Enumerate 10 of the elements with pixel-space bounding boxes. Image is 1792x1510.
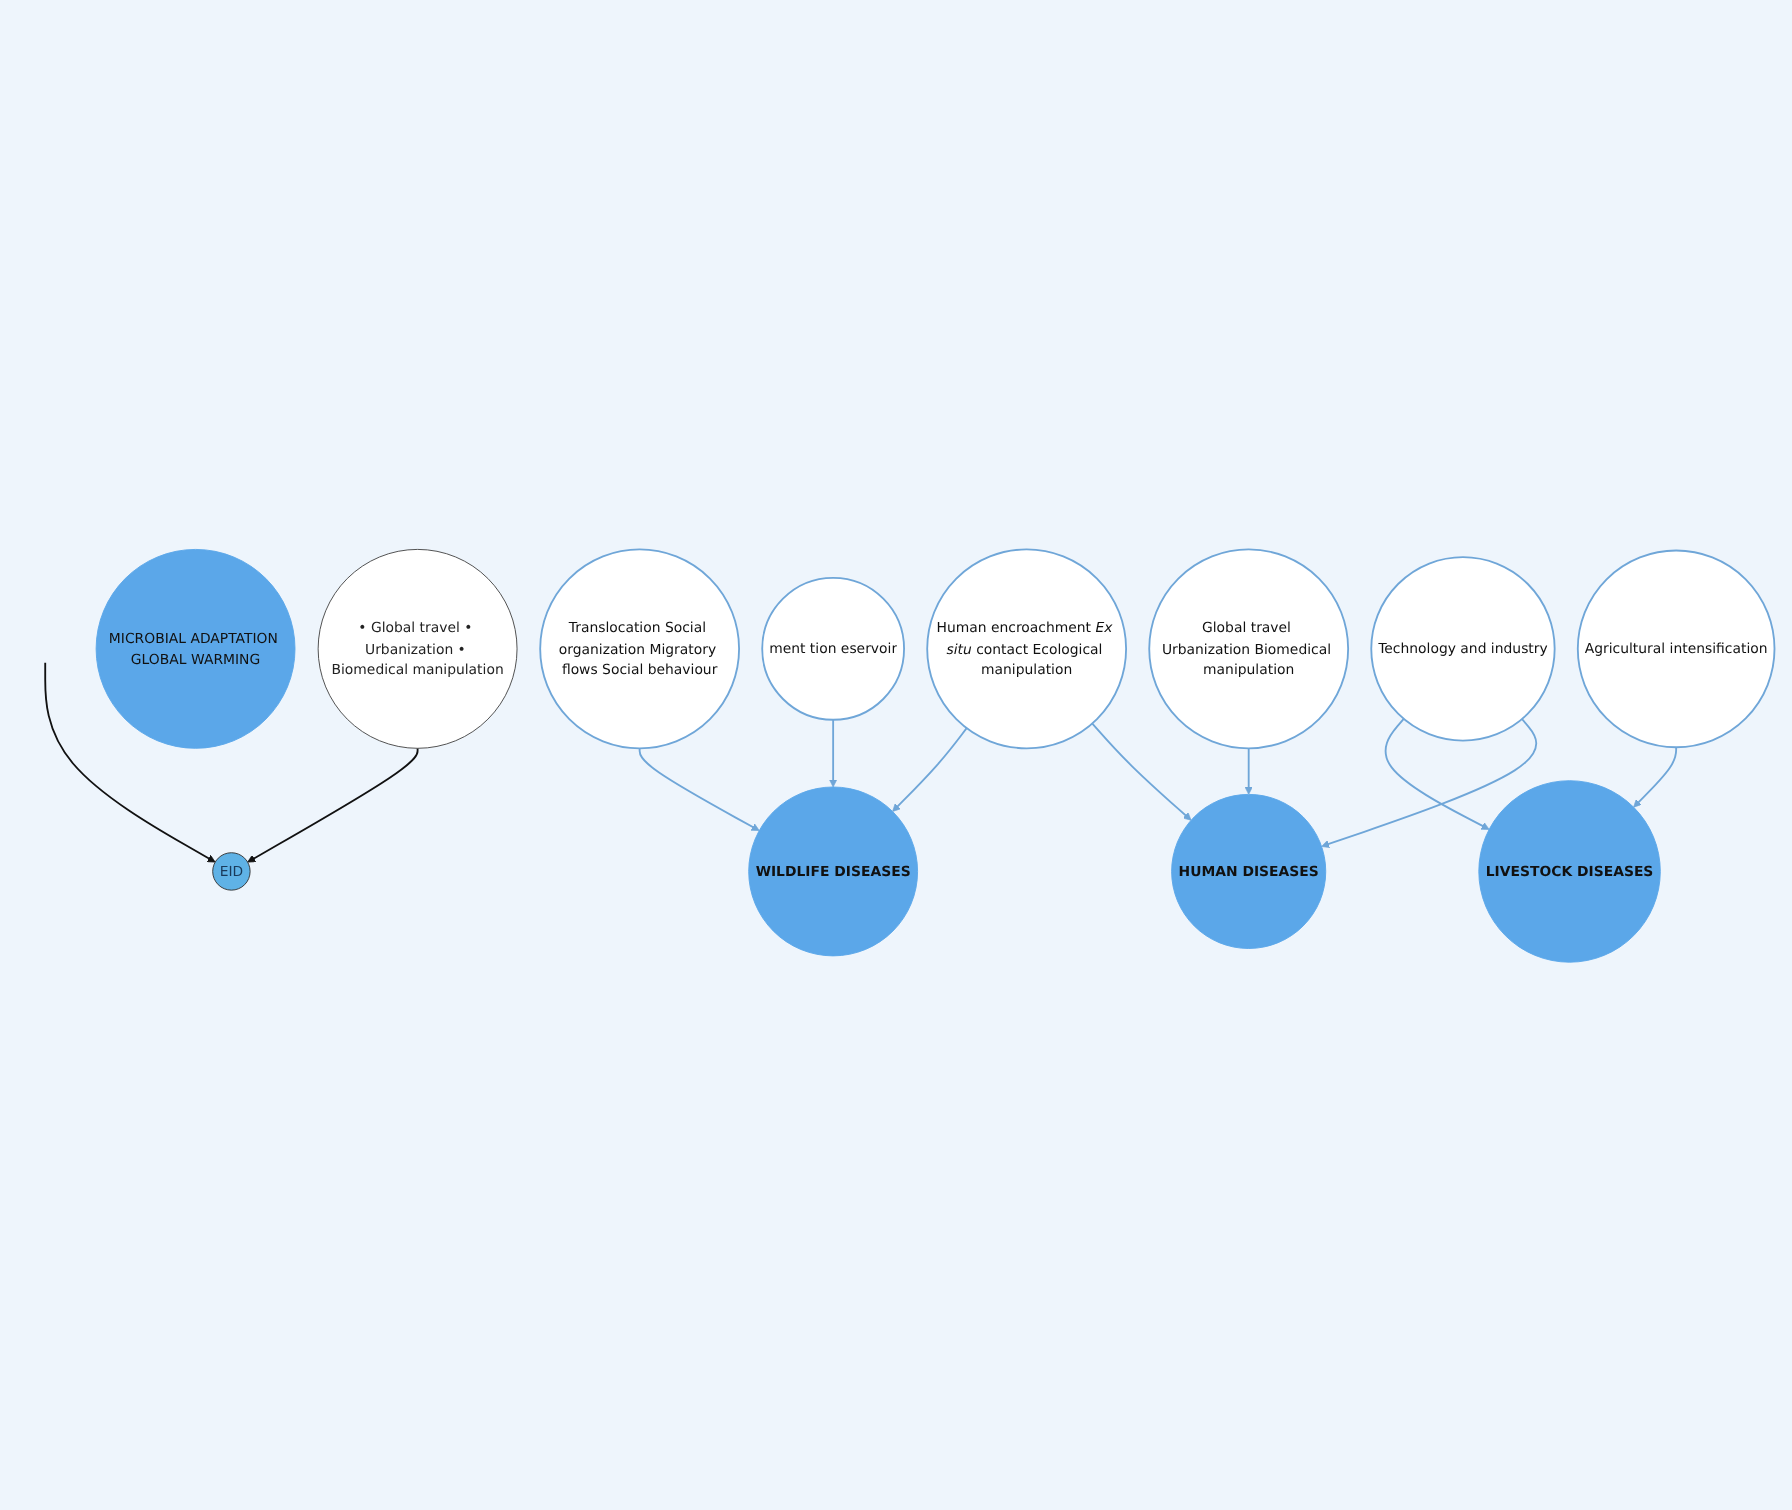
arrow [1321, 717, 1538, 848]
arrow [1244, 746, 1253, 794]
arrow [1091, 721, 1192, 820]
arrow [44, 661, 216, 862]
arrow [247, 746, 419, 862]
arrow [1633, 745, 1678, 807]
arrow [829, 718, 838, 787]
arrow [892, 726, 968, 812]
arrow [1384, 717, 1490, 829]
arrow [638, 746, 760, 831]
